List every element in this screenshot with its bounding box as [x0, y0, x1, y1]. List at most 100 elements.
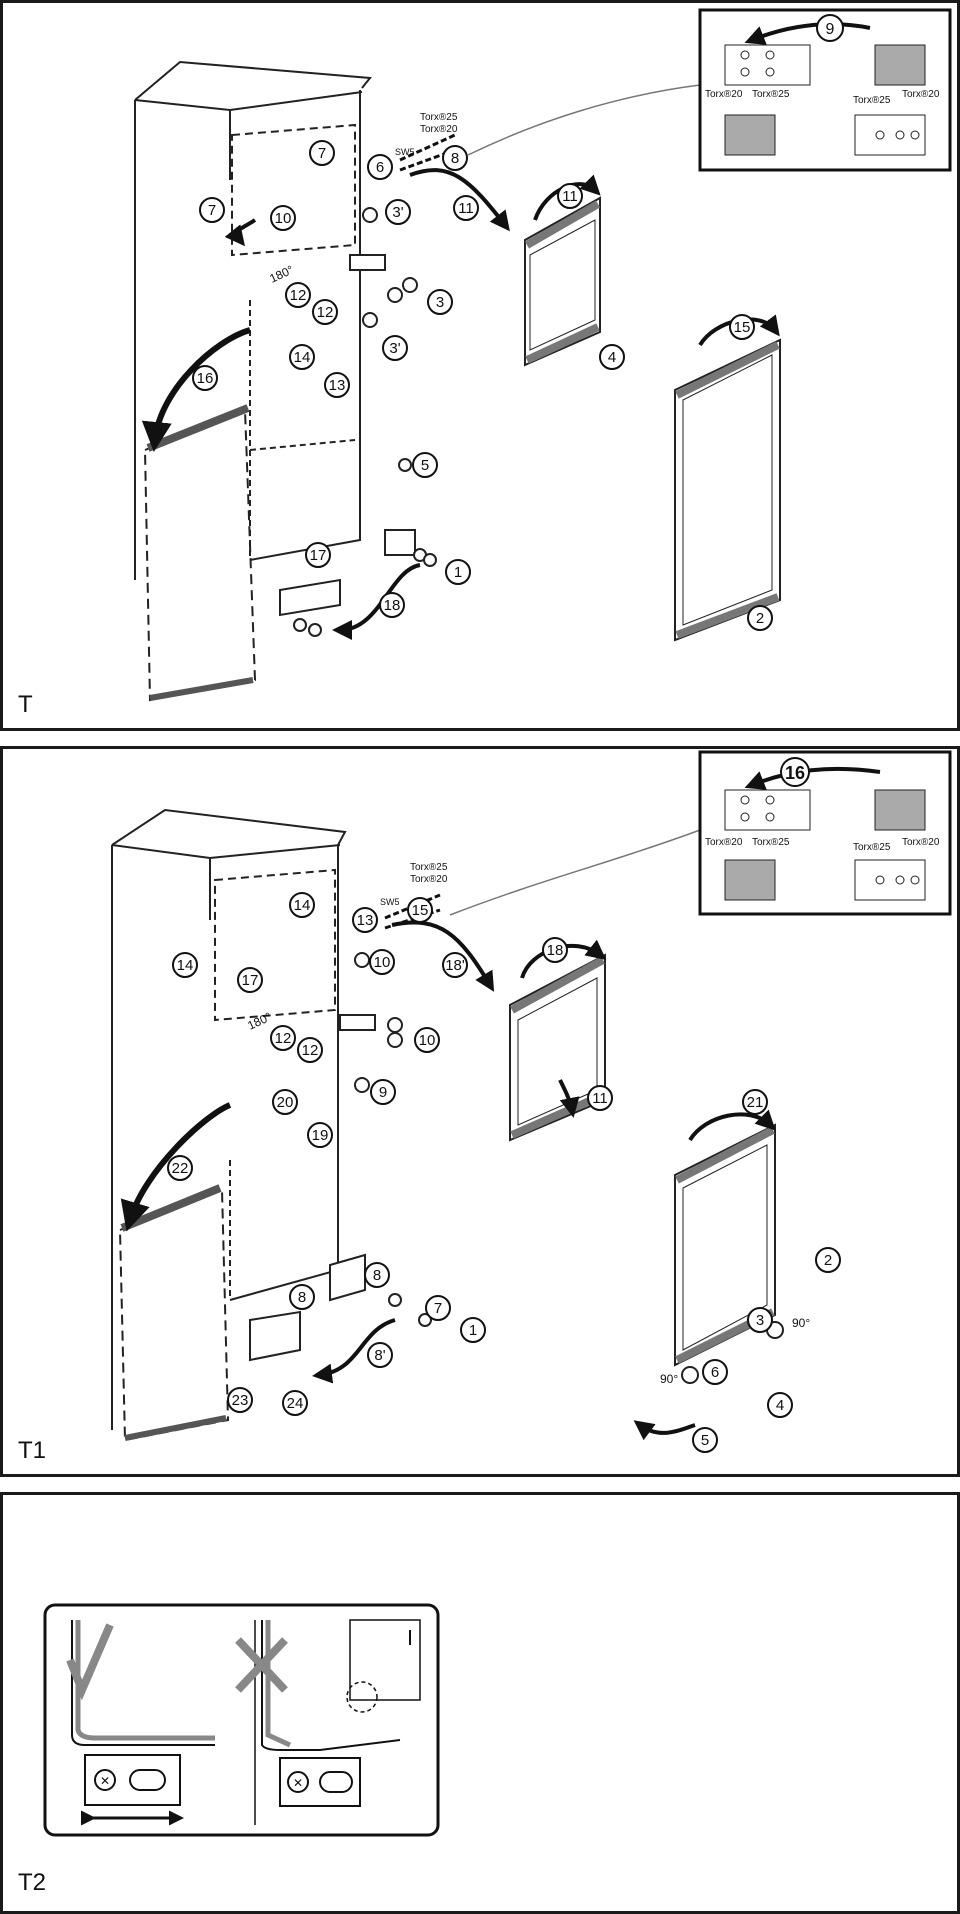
step-callout: 8: [442, 145, 468, 171]
torx-label: Torx®25: [752, 89, 790, 100]
svg-text:8: 8: [298, 1289, 306, 1306]
wrench-label: SW5: [395, 147, 415, 157]
step-callout: 3': [385, 199, 411, 225]
torx-label: Torx®25: [853, 842, 891, 853]
angle-label: 90°: [660, 1372, 678, 1386]
svg-text:14: 14: [177, 957, 194, 974]
bottom-door-t1: [674, 1123, 776, 1367]
svg-text:17: 17: [310, 547, 327, 564]
svg-text:2: 2: [824, 1252, 832, 1269]
step-callout: 7: [309, 140, 335, 166]
torx-label: Torx®25: [853, 95, 891, 106]
step-callout: 14: [289, 344, 315, 370]
step-callout: 1: [460, 1317, 486, 1343]
step-callout: 15: [729, 314, 755, 340]
step-callout: 4: [599, 344, 625, 370]
torx-label: Torx®25: [410, 862, 448, 873]
inset-step-t1: 16: [785, 763, 805, 783]
step-callout: 8: [364, 1262, 390, 1288]
step-callout: 11: [587, 1085, 613, 1111]
svg-text:19: 19: [312, 1127, 329, 1144]
leader-line-t: [467, 84, 701, 156]
svg-text:18': 18': [445, 957, 465, 974]
svg-text:16: 16: [197, 370, 214, 387]
step-callout: 21: [742, 1089, 768, 1115]
torx-label: Torx®20: [902, 89, 940, 100]
cross-mark-icon: [235, 1637, 288, 1693]
step-callout: 12: [285, 282, 311, 308]
step-callout: 2: [815, 1247, 841, 1273]
step-callout: 3: [427, 289, 453, 315]
svg-text:5: 5: [421, 457, 429, 474]
inset-t: 9 Torx®20 Torx®25 Torx®25 Torx®20: [698, 8, 952, 172]
step-callout: 1: [445, 559, 471, 585]
svg-text:24: 24: [287, 1395, 304, 1412]
step-callout: 10: [270, 205, 296, 231]
step-callout: 24: [282, 1390, 308, 1416]
panel-label-t2: T2: [18, 1869, 46, 1896]
svg-text:18: 18: [547, 942, 564, 959]
svg-text:8: 8: [451, 150, 459, 167]
svg-text:3': 3': [389, 340, 400, 357]
svg-text:17: 17: [242, 972, 259, 989]
svg-text:1: 1: [469, 1322, 477, 1339]
step-callout: 8: [289, 1284, 315, 1310]
svg-text:11: 11: [458, 200, 474, 217]
step-callout: 10: [369, 949, 395, 975]
svg-text:11: 11: [592, 1090, 608, 1107]
step-callout: 14: [172, 952, 198, 978]
svg-text:18: 18: [384, 597, 401, 614]
svg-text:8: 8: [373, 1267, 381, 1284]
inset-t1: 16 Torx®20 Torx®25 Torx®25 Torx®20: [698, 750, 952, 916]
step-callout: 13: [352, 907, 378, 933]
step-callout: 5: [412, 452, 438, 478]
step-callout: 18': [442, 952, 468, 978]
svg-text:6: 6: [711, 1364, 719, 1381]
svg-text:11: 11: [562, 188, 578, 205]
step-callout: 23: [227, 1387, 253, 1413]
svg-text:3: 3: [756, 1312, 764, 1329]
svg-text:7: 7: [434, 1300, 442, 1317]
step-callout: 20: [272, 1089, 298, 1115]
svg-text:12: 12: [290, 287, 307, 304]
torx-label: Torx®20: [902, 837, 940, 848]
svg-text:15: 15: [734, 319, 751, 336]
step-callout: 2: [747, 605, 773, 631]
torx-label: Torx®20: [705, 837, 743, 848]
step-callout: 3: [747, 1307, 773, 1333]
top-door-t: [524, 196, 601, 367]
angle-label: 180°: [245, 1009, 274, 1032]
step-callout: 17: [305, 542, 331, 568]
svg-text:15: 15: [412, 902, 429, 919]
step-callout: 5: [692, 1427, 718, 1453]
step-callout: 13: [324, 372, 350, 398]
svg-text:3: 3: [436, 294, 444, 311]
step-callout: 11: [557, 183, 583, 209]
torx-label: Torx®20: [420, 124, 458, 135]
svg-text:14: 14: [294, 349, 311, 366]
svg-text:20: 20: [277, 1094, 294, 1111]
step-callout: 8': [367, 1342, 393, 1368]
step-callout: 12: [297, 1037, 323, 1063]
svg-text:3': 3': [392, 204, 403, 221]
svg-text:12: 12: [275, 1030, 292, 1047]
torx-label: Torx®25: [420, 112, 458, 123]
svg-text:13: 13: [357, 912, 374, 929]
svg-text:6: 6: [376, 159, 384, 176]
svg-text:2: 2: [756, 610, 764, 627]
torx-label: Torx®20: [410, 874, 448, 885]
svg-text:9: 9: [379, 1084, 387, 1101]
angle-label: 90°: [792, 1316, 810, 1330]
step-callout: 9: [370, 1079, 396, 1105]
step-callout: 15: [407, 897, 433, 923]
step-callout: 6: [367, 154, 393, 180]
step-callout: 16: [192, 365, 218, 391]
torx-label: Torx®25: [752, 837, 790, 848]
step-callout: 18: [542, 937, 568, 963]
alignment-detail-t2: ✕ ✕: [43, 1603, 440, 1837]
inset-step-t: 9: [826, 21, 835, 38]
torx-label: Torx®20: [705, 89, 743, 100]
hinge-hardware-t: [279, 207, 437, 637]
svg-text:12: 12: [317, 304, 334, 321]
bottom-door-t: [674, 338, 781, 642]
